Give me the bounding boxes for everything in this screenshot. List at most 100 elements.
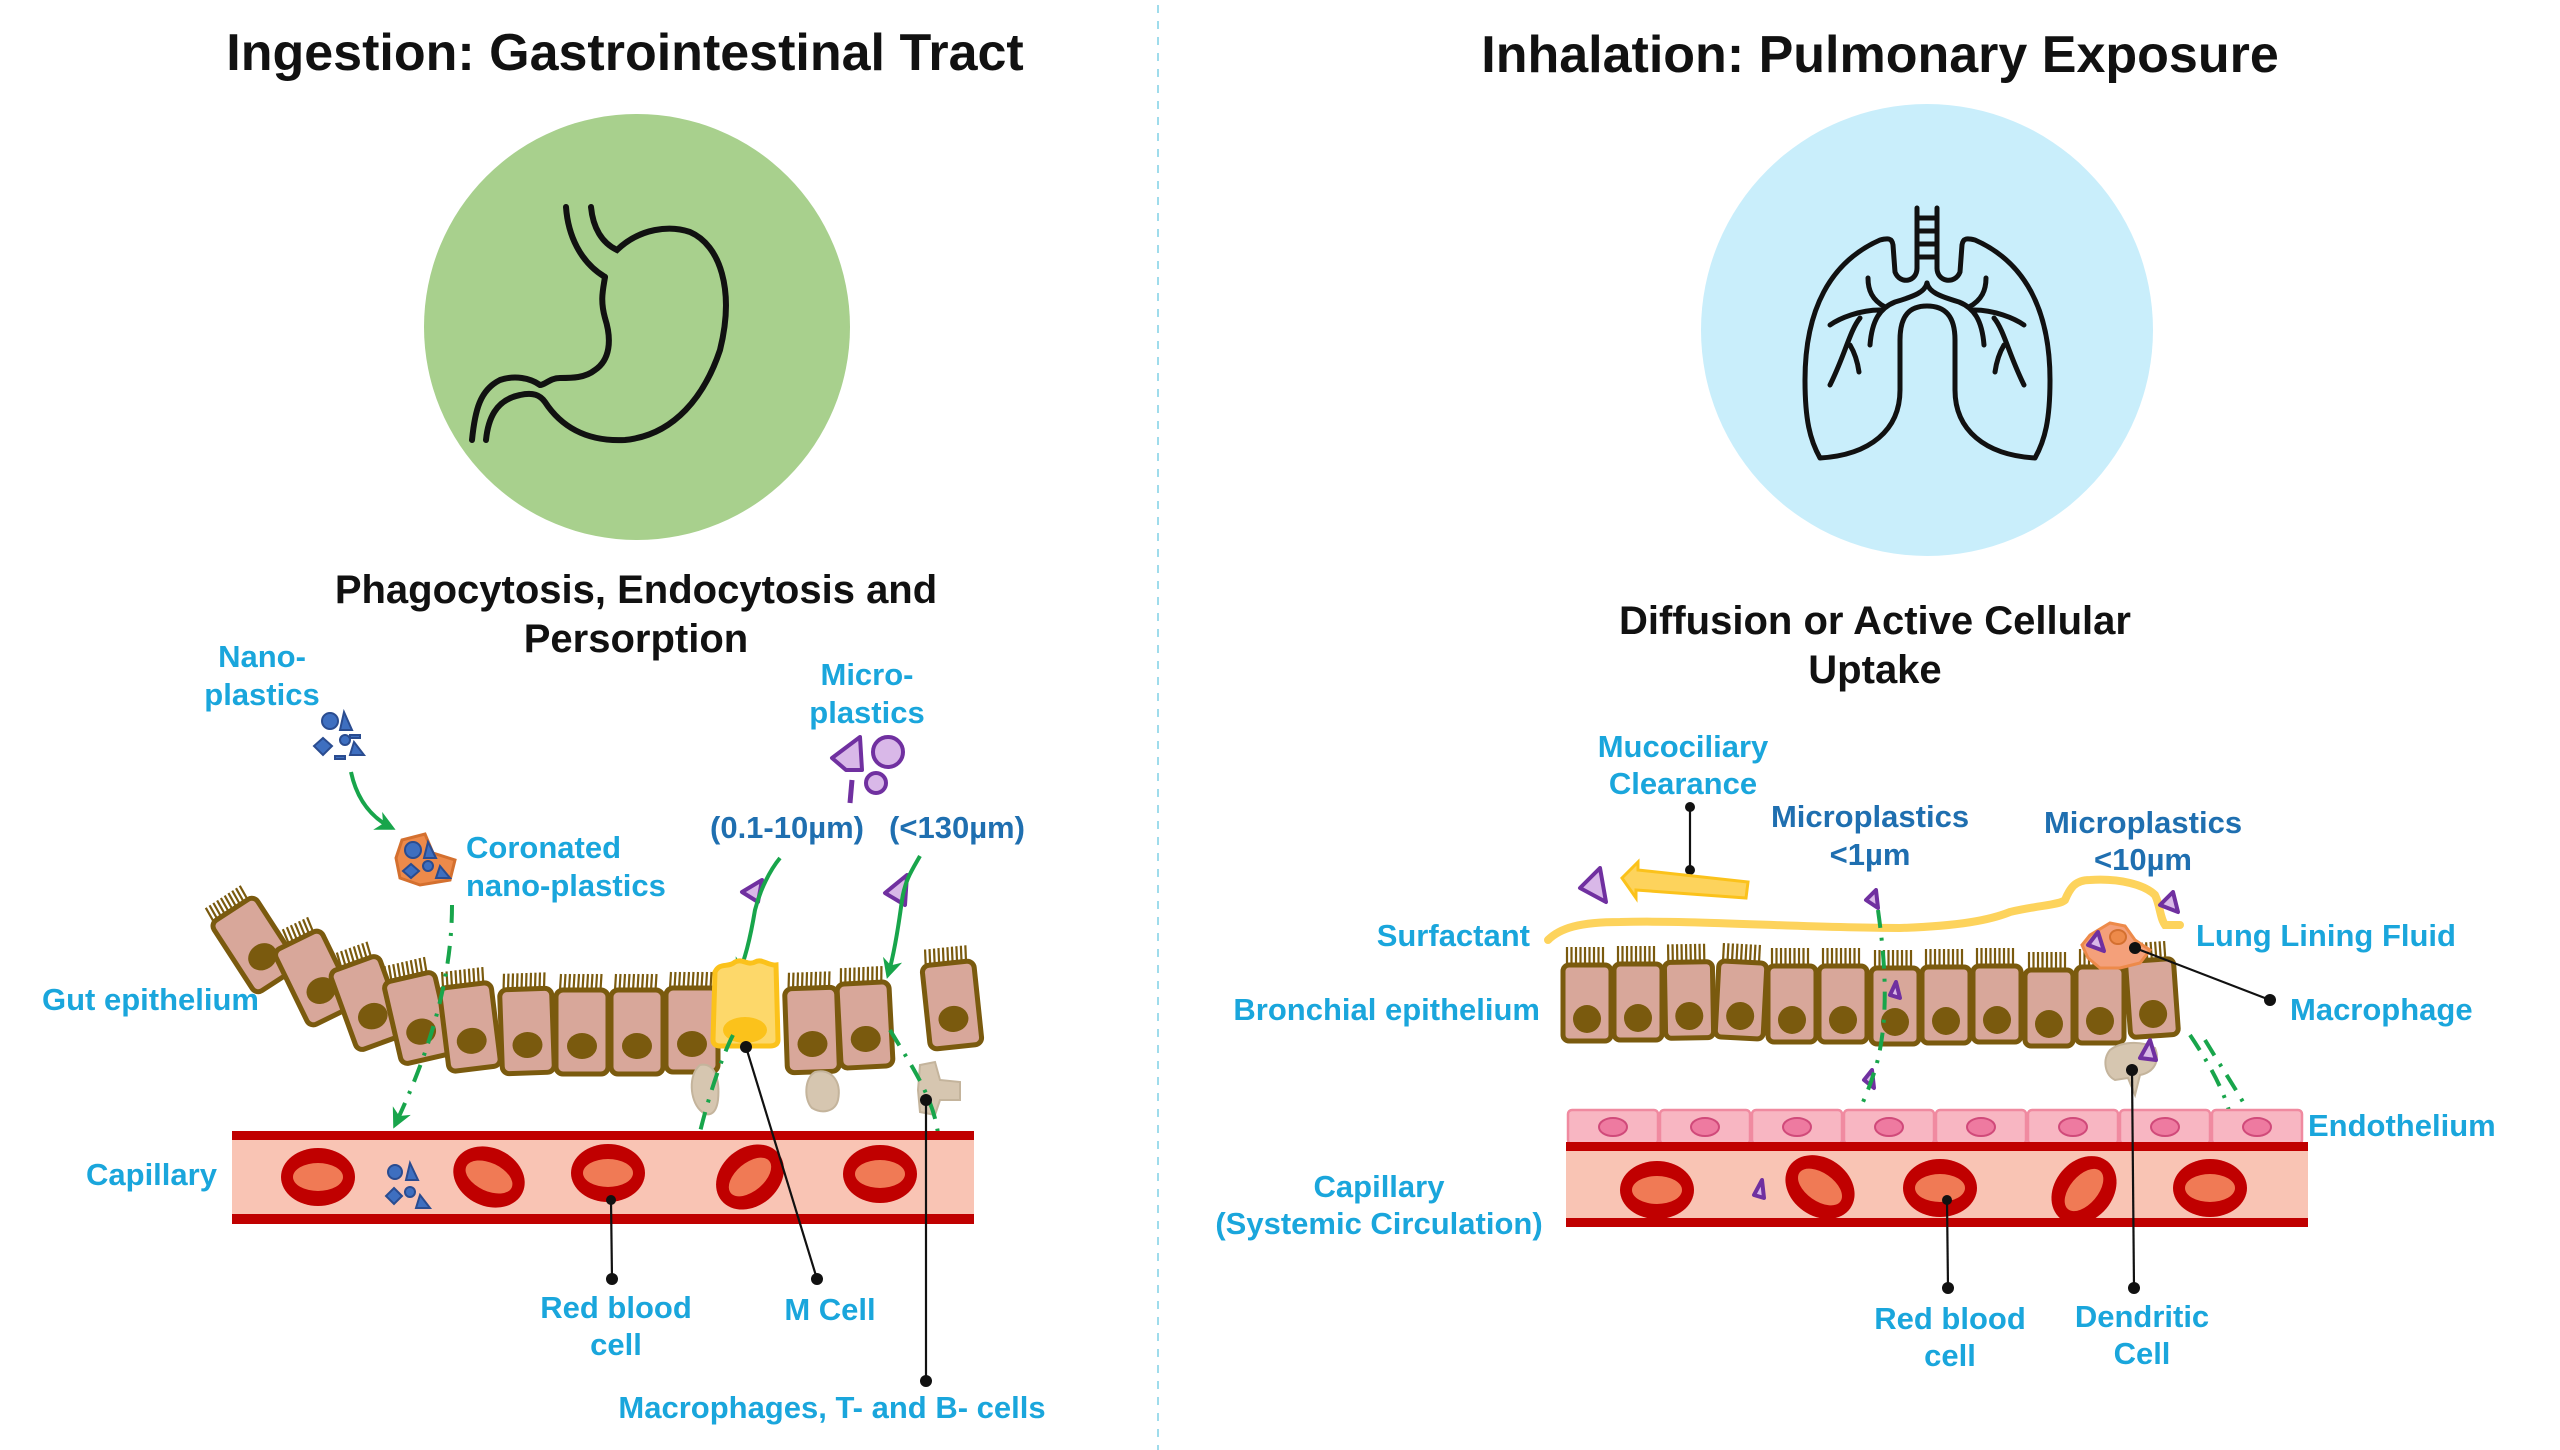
label-microplastics-line1: Micro- (821, 657, 914, 692)
label-surfactant: Surfactant (1377, 918, 1530, 953)
left-subtitle-line1: Phagocytosis, Endocytosis and (335, 568, 937, 612)
red-blood-cells-right (1620, 1155, 2247, 1224)
label-nanoplastics-line2: plastics (204, 677, 319, 712)
label-dendritic-line1: Dendritic (2075, 1299, 2209, 1334)
epithelial-cell (1816, 963, 1870, 1045)
red-blood-cell (571, 1144, 645, 1202)
epithelial-cell (328, 954, 408, 1052)
nanoplastics-in-capillary (384, 1159, 433, 1209)
arrow-dash-nano (392, 904, 454, 1129)
label-coronated-line2: nano-plastics (466, 868, 666, 903)
nanoplastics-cluster (312, 708, 367, 760)
mucociliary-clearance-arrow (1620, 858, 1750, 903)
microplastic-particle (1752, 1178, 1766, 1200)
red-blood-cell (716, 1144, 784, 1210)
coronated-nanoplastics (394, 832, 457, 887)
endothelial-cell (1750, 1108, 1844, 1146)
epithelial-cell (1765, 963, 1819, 1045)
m-cell (710, 958, 781, 1049)
epithelial-cell (608, 987, 666, 1077)
endothelial-cell (1934, 1108, 2028, 1146)
endothelial-cell (1658, 1108, 1752, 1146)
red-blood-cells-left (281, 1144, 917, 1210)
epithelial-cell (437, 980, 503, 1074)
immune-cell (805, 1070, 840, 1113)
epithelial-cell (553, 987, 611, 1077)
label-capillary-right-line2: (Systemic Circulation) (1215, 1206, 1542, 1241)
arrow-dash-mp-small (1830, 909, 1887, 1151)
endothelial-cell (2210, 1108, 2304, 1146)
label-dendritic-line2: Cell (2114, 1336, 2171, 1371)
red-blood-cell (1785, 1155, 1855, 1219)
label-bronchial-epithelium: Bronchial epithelium (1233, 992, 1540, 1027)
red-blood-cell (843, 1145, 917, 1203)
red-blood-cell (1620, 1161, 1694, 1219)
gut-cilia (204, 885, 968, 991)
endothelial-cell (1566, 1108, 1660, 1146)
left-subtitle-line2: Persorption (524, 617, 748, 661)
microplastic-particle (1864, 888, 1880, 910)
label-mucociliary-line1: Mucociliary (1598, 729, 1769, 764)
left-panel: Ingestion: Gastrointestinal Tract Phagoc… (42, 24, 1046, 1425)
epithelial-cell (2073, 964, 2127, 1046)
label-macrophage: Macrophage (2290, 992, 2473, 1027)
epithelial-cell (2123, 956, 2181, 1040)
epithelial-cell (2022, 967, 2076, 1049)
label-rbc-right-line1: Red blood (1874, 1301, 2026, 1336)
surfactant-layer (1544, 875, 2184, 944)
epithelial-cell (1712, 958, 1770, 1042)
red-blood-cell (453, 1146, 525, 1208)
arrow-micro-large (883, 855, 922, 979)
label-capillary-left: Capillary (86, 1157, 218, 1192)
arrow-nano-to-coronated (349, 771, 396, 830)
label-coronated-line1: Coronated (466, 830, 621, 865)
epithelial-cell (834, 979, 896, 1071)
gut-epithelium (210, 895, 985, 1077)
label-immune-cells: Macrophages, T- and B- cells (618, 1390, 1045, 1425)
epithelial-cell (919, 958, 985, 1052)
label-mp-large-line2: <10µm (2094, 842, 2192, 877)
epithelial-cell (1611, 961, 1665, 1043)
epithelial-cell (1560, 962, 1614, 1044)
label-mp-large-line1: Microplastics (2044, 805, 2242, 840)
endothelium (1566, 1108, 2304, 1146)
red-blood-cell (281, 1148, 355, 1206)
immune-cell (690, 1063, 720, 1116)
label-size-small: (0.1-10µm) (710, 810, 864, 845)
label-rbc-left-line1: Red blood (540, 1290, 692, 1325)
label-rbc-left-line2: cell (590, 1327, 642, 1362)
epithelial-cell (1970, 963, 2024, 1045)
bronchial-epithelium (1560, 956, 2181, 1049)
red-blood-cell (2051, 1156, 2117, 1224)
stomach-icon-circle (424, 114, 850, 540)
microplastic-particle (2158, 890, 2180, 914)
epithelial-cell (1661, 959, 1717, 1041)
label-nanoplastics-line1: Nano- (218, 639, 306, 674)
label-mucociliary-line2: Clearance (1609, 766, 1757, 801)
endothelial-cell (2026, 1108, 2120, 1146)
lungs-icon (1701, 104, 2153, 556)
left-panel-title: Ingestion: Gastrointestinal Tract (226, 24, 1023, 82)
epithelial-cell (782, 984, 842, 1076)
macrophage (2080, 921, 2153, 970)
label-rbc-right-line2: cell (1924, 1338, 1976, 1373)
right-subtitle-line2: Uptake (1808, 648, 1941, 692)
label-endothelium: Endothelium (2308, 1108, 2496, 1143)
label-gut-epithelium: Gut epithelium (42, 982, 259, 1017)
right-panel-title: Inhalation: Pulmonary Exposure (1481, 26, 2278, 84)
label-size-large: (<130µm) (889, 810, 1025, 845)
red-blood-cell (1903, 1159, 1977, 1217)
lungs-icon-circle (1701, 104, 2153, 556)
epithelial-cell (663, 985, 721, 1075)
label-microplastics-line2: plastics (809, 695, 924, 730)
epithelial-cell (1868, 965, 1922, 1047)
label-lung-lining-fluid: Lung Lining Fluid (2196, 918, 2456, 953)
label-capillary-right-line1: Capillary (1314, 1169, 1446, 1204)
label-mp-small-line2: <1µm (1830, 837, 1911, 872)
label-m-cell: M Cell (784, 1292, 875, 1327)
microplastics-cluster (830, 735, 905, 804)
immune-cell (916, 1060, 961, 1117)
right-subtitle-line1: Diffusion or Active Cellular (1619, 599, 2131, 643)
red-blood-cell (2173, 1159, 2247, 1217)
epithelial-cell (1919, 964, 1973, 1046)
